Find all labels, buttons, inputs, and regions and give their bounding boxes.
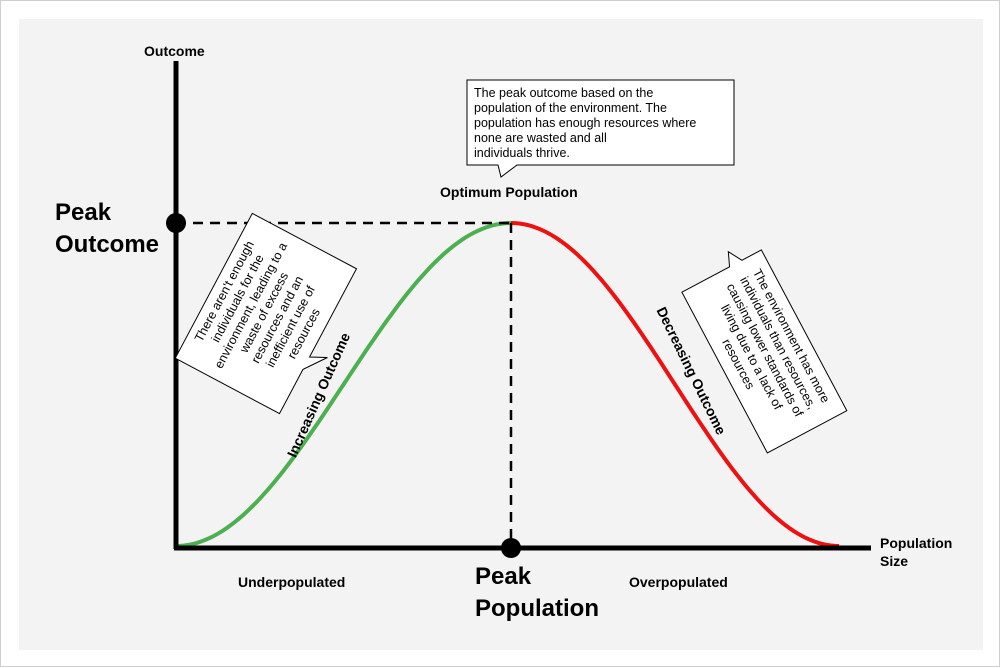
underpopulated-callout: There aren't enough individuals for the … <box>174 212 358 415</box>
optimum-callout-box <box>466 79 735 178</box>
decreasing-outcome-curve <box>510 221 840 548</box>
increasing-outcome-curve <box>175 221 512 548</box>
overpopulated-label: Overpopulated <box>629 574 728 590</box>
y-axis-label: Outcome <box>144 43 205 59</box>
optimum-callout-line: The peak outcome based on the <box>474 86 653 100</box>
overpopulated-callout-box <box>681 249 848 454</box>
underpopulated-callout-box <box>174 212 358 415</box>
underpopulated-label: Underpopulated <box>238 574 345 590</box>
peak-population-label-line2: Population <box>475 595 599 622</box>
optimum-callout-line: population of the environment. The <box>474 101 667 115</box>
optimum-callout-line: none are wasted and all <box>474 131 607 145</box>
x-axis-label-line2: Size <box>880 553 908 569</box>
optimum-callout-line: population has enough resources where <box>474 116 696 130</box>
peak-outcome-marker <box>166 213 186 233</box>
optimum-population-label: Optimum Population <box>440 184 578 200</box>
optimum-callout: The peak outcome based on the population… <box>466 79 735 178</box>
peak-outcome-label-line1: Peak <box>55 199 112 226</box>
peak-population-marker <box>501 538 521 558</box>
optimum-callout-line: individuals thrive. <box>474 146 570 160</box>
peak-population-label-line1: Peak <box>475 563 532 590</box>
peak-outcome-label-line2: Outcome <box>55 231 159 258</box>
x-axis-label-line1: Population <box>880 535 952 551</box>
